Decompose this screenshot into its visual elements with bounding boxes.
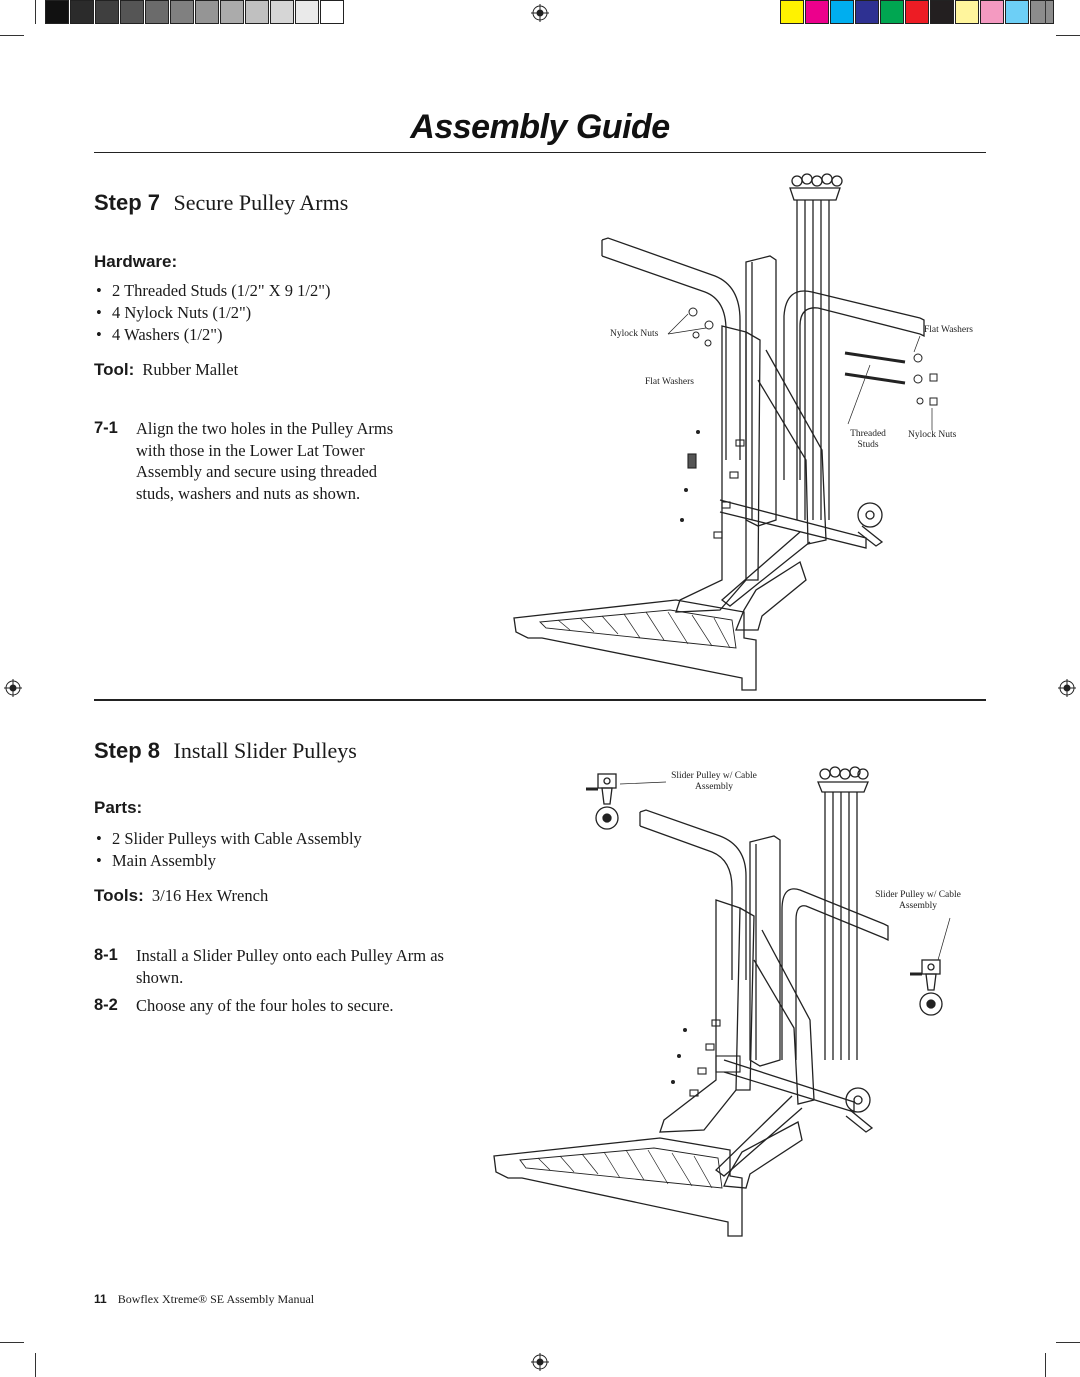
color-swatch xyxy=(195,0,219,24)
color-swatch xyxy=(780,0,804,24)
color-swatch xyxy=(295,0,319,24)
color-swatch xyxy=(980,0,1004,24)
color-swatch xyxy=(830,0,854,24)
crop-mark xyxy=(35,0,36,24)
crop-mark xyxy=(1056,1342,1080,1343)
step8-heading: Step 8 Install Slider Pulleys xyxy=(94,738,357,764)
color-swatch xyxy=(905,0,929,24)
title-rule xyxy=(94,152,986,153)
crop-mark xyxy=(0,1342,24,1343)
color-swatch xyxy=(855,0,879,24)
callout-nylock-nuts-right: Nylock Nuts xyxy=(908,430,957,440)
hardware-list: 2 Threaded Studs (1/2" X 9 1/2") 4 Nyloc… xyxy=(96,280,330,346)
color-swatch xyxy=(45,0,69,24)
wheel xyxy=(857,502,883,528)
color-swatch xyxy=(880,0,904,24)
color-swatch xyxy=(805,0,829,24)
tool-label: Tool: xyxy=(94,360,135,379)
color-swatch xyxy=(270,0,294,24)
color-swatch xyxy=(930,0,954,24)
tool-value: Rubber Mallet xyxy=(142,360,239,379)
color-swatch xyxy=(1005,0,1029,24)
list-item: 2 Threaded Studs (1/2" X 9 1/2") xyxy=(96,280,330,302)
step7-title: Secure Pulley Arms xyxy=(173,190,349,215)
callout-flat-washers-left: Flat Washers xyxy=(645,377,694,387)
instruction-text: Choose any of the four holes to secure. xyxy=(136,996,394,1015)
section-divider xyxy=(94,699,986,701)
hardware-heading: Hardware: xyxy=(94,252,178,271)
callout-flat-washers-right: Flat Washers xyxy=(924,325,973,335)
upper-tower xyxy=(745,255,777,527)
parts-heading: Parts: xyxy=(94,798,143,817)
registration-mark-left xyxy=(4,679,22,697)
color-swatch xyxy=(145,0,169,24)
step7-tool-line: Tool: Rubber Mallet xyxy=(94,360,238,380)
page-number: 11 xyxy=(94,1292,107,1306)
instruction-number: 8-2 xyxy=(94,996,118,1014)
cable-bundle xyxy=(789,173,843,520)
instruction-number: 8-1 xyxy=(94,946,118,964)
crop-mark xyxy=(1056,35,1080,36)
color-swatch xyxy=(120,0,144,24)
manual-title: Bowflex Xtreme® SE Assembly Manual xyxy=(117,1292,315,1306)
color-swatch xyxy=(70,0,94,24)
callout-threaded-studs: Threaded Studs xyxy=(850,429,886,450)
tool-value: 3/16 Hex Wrench xyxy=(151,886,269,905)
cable-bundle xyxy=(817,766,869,1060)
crop-mark xyxy=(0,35,24,36)
instruction-text: Align the two holes in the Pulley Arms w… xyxy=(136,419,394,503)
list-item: Main Assembly xyxy=(96,850,362,872)
page-footer: 11 Bowflex Xtreme® SE Assembly Manual xyxy=(94,1292,314,1307)
callout-slider-pulley-top: Slider Pulley w/ Cable Assembly xyxy=(671,771,757,792)
gray-color-bar xyxy=(45,0,345,24)
crop-mark xyxy=(35,1353,36,1377)
foot-platform xyxy=(513,599,757,691)
threaded-studs xyxy=(844,351,906,385)
process-color-bar xyxy=(780,0,1055,24)
instruction-8-2: 8-2 Choose any of the four holes to secu… xyxy=(94,995,464,1017)
slider-pulley-right xyxy=(910,959,943,1016)
step7-heading: Step 7 Secure Pulley Arms xyxy=(94,190,348,216)
page-title: Assembly Guide xyxy=(410,108,670,146)
step8-tool-line: Tools: 3/16 Hex Wrench xyxy=(94,886,268,906)
tool-label: Tools: xyxy=(94,886,144,905)
color-swatch xyxy=(170,0,194,24)
list-item: 4 Washers (1/2") xyxy=(96,324,330,346)
instruction-text: Install a Slider Pulley onto each Pulley… xyxy=(136,946,444,987)
color-swatch xyxy=(955,0,979,24)
registration-mark-right xyxy=(1058,679,1076,697)
crop-mark xyxy=(1045,1353,1046,1377)
color-swatch xyxy=(220,0,244,24)
instruction-8-1: 8-1 Install a Slider Pulley onto each Pu… xyxy=(94,945,454,988)
crop-mark xyxy=(1045,0,1046,24)
parts-list: 2 Slider Pulleys with Cable Assembly Mai… xyxy=(96,828,362,872)
slider-pulley-left xyxy=(586,773,619,830)
step8-title: Install Slider Pulleys xyxy=(173,738,357,763)
color-swatch xyxy=(245,0,269,24)
callout-slider-pulley-right: Slider Pulley w/ Cable Assembly xyxy=(875,890,961,911)
step8-label: Step 8 xyxy=(94,738,161,763)
lower-tower xyxy=(675,325,747,613)
step7-label: Step 7 xyxy=(94,190,161,215)
callout-nylock-nuts-left: Nylock Nuts xyxy=(610,329,659,339)
list-item: 2 Slider Pulleys with Cable Assembly xyxy=(96,828,362,850)
step8-assembly-illustration xyxy=(493,766,951,1237)
color-swatch xyxy=(95,0,119,24)
instruction-number: 7-1 xyxy=(94,419,118,437)
list-item: 4 Nylock Nuts (1/2") xyxy=(96,302,330,324)
left-pulley-arm xyxy=(601,237,741,460)
registration-mark-top xyxy=(531,4,549,22)
step7-assembly-illustration xyxy=(513,173,938,691)
color-swatch xyxy=(1030,0,1054,24)
instruction-7-1: 7-1 Align the two holes in the Pulley Ar… xyxy=(94,418,394,504)
registration-mark-bottom xyxy=(531,1353,549,1371)
color-swatch xyxy=(320,0,344,24)
